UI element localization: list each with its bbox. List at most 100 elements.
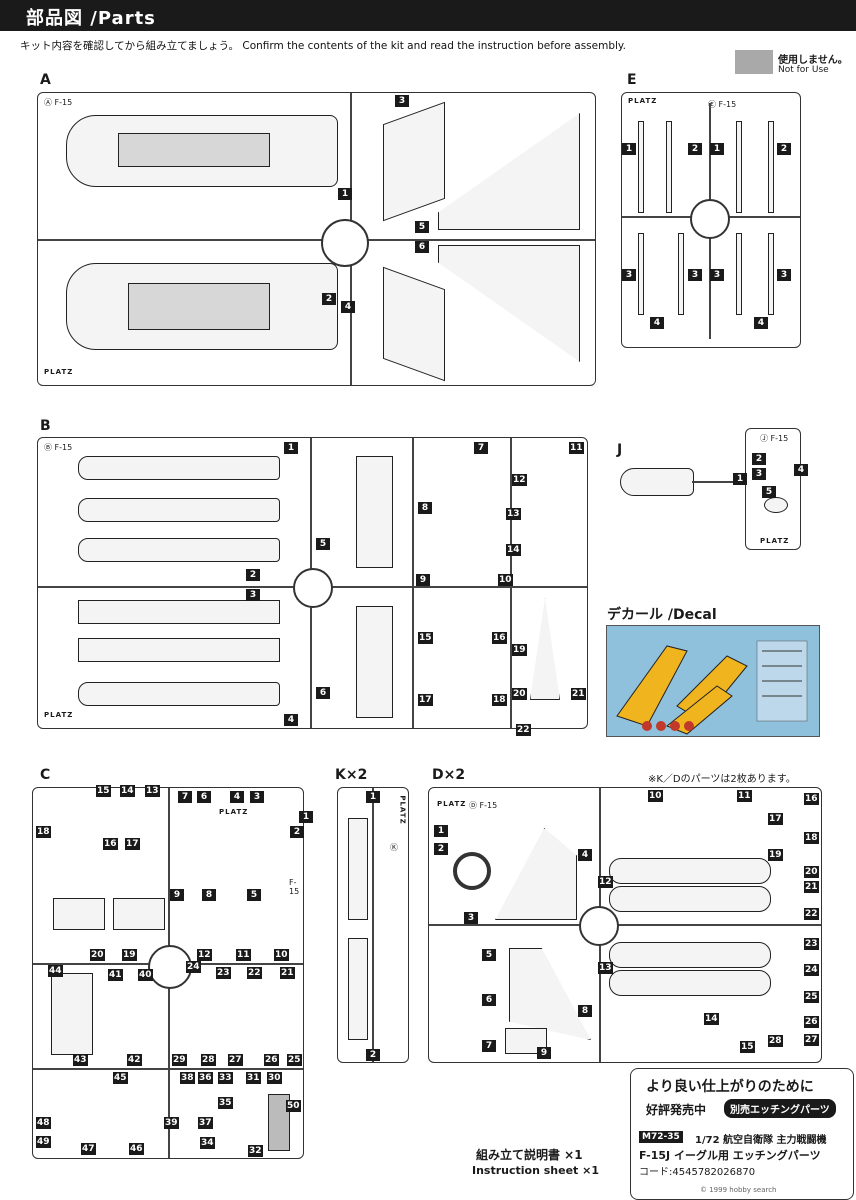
part-number: 24 [186,961,201,973]
sprue-a-tag: Ⓐ F-15 [44,98,73,107]
sprue-e-gate [690,199,730,239]
part-number: 12 [512,474,527,486]
sprue-d-tag: Ⓓ F-15 [469,801,498,810]
part-number: 3 [688,269,702,281]
part-number: 8 [202,889,216,901]
part-number: 6 [415,241,429,253]
part-number: 15 [96,785,111,797]
part-number: 32 [248,1145,263,1157]
section-d-label: D×2 [432,767,466,783]
part-number: 2 [246,569,260,581]
part-number: 4 [578,849,592,861]
decal-title: デカール /Decal [607,607,717,623]
part-number: 1 [366,791,380,803]
part-number: 28 [768,1035,783,1047]
part-number: 39 [164,1117,179,1129]
part-number: 45 [113,1072,128,1084]
sprue-b-runner-v2 [412,438,414,728]
part-number: 9 [416,574,430,586]
kd-note: ※K／Dのパーツは2枚あります。 [648,774,796,785]
sprue-a-brand: PLATZ [44,368,74,376]
part-number: 13 [145,785,160,797]
part-number: 15 [740,1041,755,1053]
missile-part [638,121,644,213]
missile-part [736,233,742,315]
part-number: 5 [316,538,330,550]
section-a-label: A [40,72,51,88]
part-number: 2 [688,143,702,155]
part-number: 4 [230,791,244,803]
part-number: 1 [284,442,298,454]
sprue-b-frame: Ⓑ F-15 PLATZ 1 2 3 4 5 6 7 8 9 10 11 12 … [37,437,588,736]
wing-lower-part [438,245,580,362]
part-number: 5 [415,221,429,233]
part-number: 16 [492,632,507,644]
part-number: 50 [286,1100,301,1112]
part-number: 42 [127,1054,142,1066]
promo-line-3: コード:4545782026870 [639,1167,756,1178]
tail-fin-part [495,828,577,920]
sprue-a-runner-h [38,239,595,241]
sprue-k-tag: Ⓚ [390,843,398,852]
missile-part [768,121,774,213]
intake-part [78,682,280,706]
part-number: 21 [571,688,586,700]
part-number: 14 [506,544,521,556]
part-number: 1 [299,811,313,823]
part-number: 19 [122,949,137,961]
part-number: 41 [108,969,123,981]
fuel-tank-part [609,886,771,912]
part-number: 3 [464,912,478,924]
part-number: 27 [804,1034,819,1046]
wing-upper-part [438,113,580,230]
part-number: 11 [737,790,752,802]
pylon-part [348,818,368,920]
part-number: 21 [804,881,819,893]
part-number: 6 [316,687,330,699]
missile-part [678,233,684,315]
canopy-detail-part [764,497,788,513]
intake-part [78,638,280,662]
part-number: 47 [81,1143,96,1155]
part-number: 10 [274,949,289,961]
part-number: 20 [512,688,527,700]
part-number: 25 [804,991,819,1003]
section-e-label: E [627,72,637,88]
fuel-tank-part [609,942,771,968]
part-number: 4 [284,714,298,726]
part-number: 34 [200,1137,215,1149]
part-number: 14 [120,785,135,797]
part-number: 49 [36,1136,51,1148]
promo-title: より良い仕上がりのために [646,1079,814,1095]
part-number: 25 [287,1054,302,1066]
promo-line-2: F-15J イーグル用 エッチングパーツ [639,1149,821,1162]
part-number: 17 [125,838,140,850]
section-c-label: C [40,767,51,783]
promo-sale: 好評発売中 [646,1103,707,1117]
header-bar: 部品図 /Parts [0,0,856,31]
decal-illustration [616,640,808,735]
decal-sheet [606,625,820,737]
part-number: 46 [129,1143,144,1155]
sprue-k-runner [372,788,374,1062]
part-number: 2 [322,293,336,305]
part-number: 18 [804,832,819,844]
section-k-label: K×2 [335,767,368,783]
part-number: 21 [280,967,295,979]
intake-part [78,498,280,522]
part-number: 3 [622,269,636,281]
missile-part [768,233,774,315]
sprue-k-frame: PLATZ Ⓚ [337,787,409,1063]
sprue-e-tag: Ⓔ F-15 [708,100,737,109]
sprue-a-gate [321,219,369,267]
cockpit-tub-part [51,973,93,1055]
part-number: 3 [246,589,260,601]
part-number: 29 [172,1054,187,1066]
sprue-j-tag: Ⓙ F-15 [760,434,789,443]
part-number: 10 [648,790,663,802]
sprue-d-frame: PLATZ Ⓓ F-15 [428,787,822,1063]
part-number: 23 [804,938,819,950]
not-for-use-part [268,1094,290,1151]
part-number: 1 [338,188,352,200]
part-number: 6 [197,791,211,803]
